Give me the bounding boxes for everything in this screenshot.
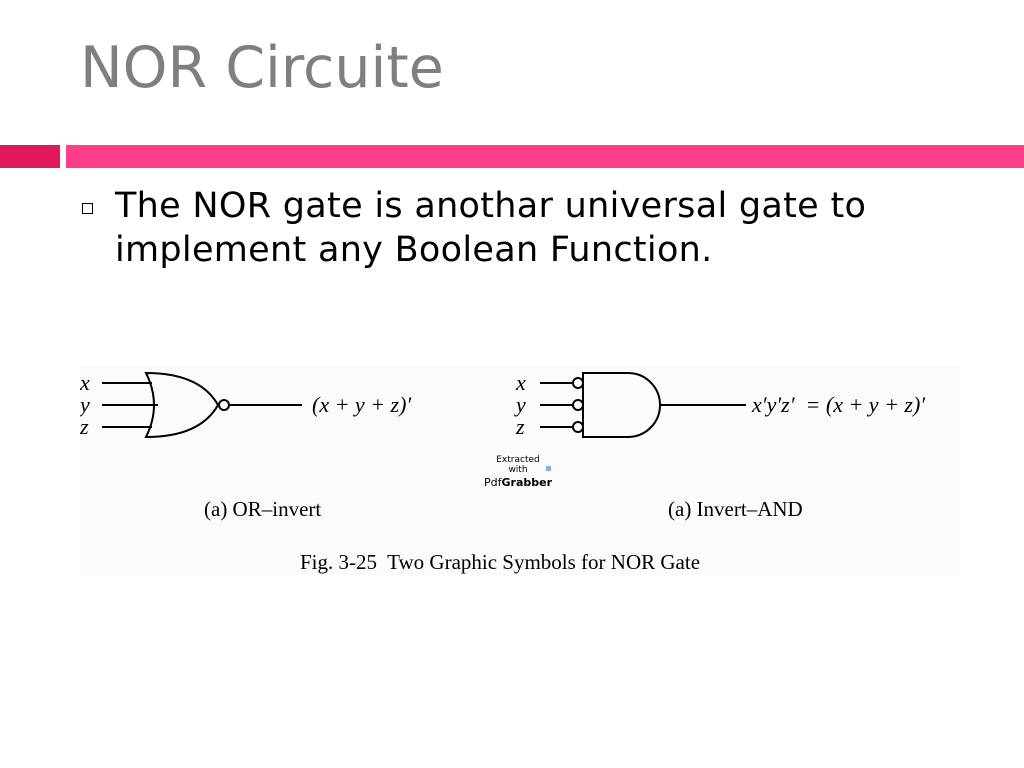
watermark-brand-b: Grabber (501, 476, 552, 489)
right-label-y: y (514, 392, 526, 417)
right-label-x: x (515, 370, 526, 395)
left-label-x: x (80, 370, 90, 395)
watermark-brand-a: Pdf (484, 476, 503, 489)
watermark-dot (546, 466, 551, 471)
watermark-line1: Extracted (496, 455, 539, 465)
bullet-text: The NOR gate is anothar universal gate t… (115, 186, 867, 270)
right-output-expression: x′y′z′ = (x + y + z)′ (751, 392, 926, 417)
and-gate-body (582, 372, 661, 438)
left-label-z: z (80, 414, 89, 439)
watermark-brand: PdfGrabber (484, 476, 553, 489)
right-gate-caption: (a) Invert–AND (668, 497, 803, 521)
left-inversion-bubble (218, 399, 230, 411)
invert-and-gate (540, 372, 746, 438)
right-bubble-z (572, 421, 584, 433)
left-label-y: y (80, 392, 90, 417)
right-label-z: z (515, 414, 525, 439)
left-output-expression: (x + y + z)′ (312, 392, 412, 417)
accent-bar-right (66, 145, 1024, 168)
watermark-line2: with (508, 465, 527, 475)
bullet-square-icon (82, 203, 93, 214)
nor-gate-figure: x y z (x + y + z)′ x y z x′y′z′ = (x + y… (80, 365, 960, 575)
right-bubble-x (572, 377, 584, 389)
figure-caption: Fig. 3-25 Two Graphic Symbols for NOR Ga… (300, 550, 700, 574)
or-gate-body (144, 371, 220, 439)
left-gate-caption: (a) OR–invert (204, 497, 321, 521)
slide-title: NOR Circuite (80, 35, 444, 101)
accent-bar-left (0, 145, 60, 168)
right-bubble-y (572, 399, 584, 411)
gate-diagram: x y z (x + y + z)′ x y z x′y′z′ = (x + y… (80, 370, 926, 574)
or-invert-gate (102, 371, 302, 439)
